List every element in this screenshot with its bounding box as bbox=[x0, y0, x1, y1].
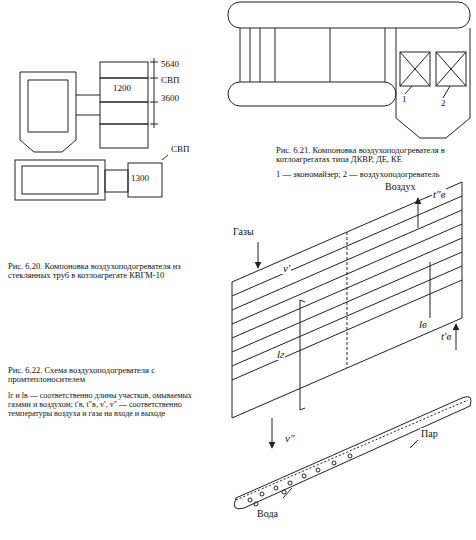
water-bubble bbox=[248, 498, 252, 502]
caption: Рис. 6.21. Компоновка воздухоподогревате… bbox=[276, 146, 468, 165]
caption: Рис. 6.20. Компоновка воздухоподогревате… bbox=[8, 262, 220, 281]
flow-label: Газы bbox=[232, 226, 255, 237]
flow-label: Воздух bbox=[384, 181, 417, 192]
tube-line bbox=[232, 252, 462, 352]
dimension: 1200 bbox=[112, 84, 132, 94]
caption-note: 1 — экономайзер; 2 — воздухоподогревател… bbox=[276, 170, 468, 179]
symbol-label: v′ bbox=[282, 262, 291, 274]
water-bubble bbox=[274, 486, 278, 490]
boiler-side-view bbox=[20, 58, 158, 152]
water-bubble bbox=[316, 468, 320, 472]
symbol-label: t′в bbox=[440, 330, 452, 342]
dimension: 3600 bbox=[160, 94, 180, 104]
symbol-label: t″в bbox=[432, 188, 446, 200]
part-name: Вода bbox=[256, 508, 279, 519]
symbol-label: v″ bbox=[284, 432, 295, 444]
water-bubble bbox=[288, 481, 292, 485]
part-name: Пар bbox=[420, 428, 439, 439]
tube-line bbox=[232, 266, 462, 366]
symbol-label: lг bbox=[276, 348, 285, 360]
tube-line bbox=[232, 280, 462, 380]
water-bubble bbox=[260, 492, 264, 496]
callout-number: 2 bbox=[440, 99, 447, 109]
water-bubble bbox=[282, 490, 286, 494]
water-bubble bbox=[332, 461, 336, 465]
water-bubble bbox=[302, 474, 306, 478]
tube-line bbox=[232, 238, 462, 338]
caption: Рис. 6.22. Схема воздухоподогревателя с … bbox=[8, 366, 208, 385]
part-name: СВП bbox=[170, 145, 191, 155]
dimension: 5640 bbox=[160, 60, 180, 70]
boiler-plan-view bbox=[15, 155, 168, 200]
part-name: СВП bbox=[160, 76, 181, 86]
tube-line bbox=[232, 224, 462, 324]
intermediate-coolant-air-heater bbox=[232, 182, 471, 509]
boiler-layout-dkvr bbox=[228, 2, 470, 138]
callout-number: 1 bbox=[401, 95, 408, 105]
symbol-label: lв bbox=[418, 318, 428, 330]
dimension: 1300 bbox=[130, 174, 150, 184]
caption-note: lг и lв — соответственно длины участков,… bbox=[8, 392, 208, 418]
water-bubble bbox=[348, 454, 352, 458]
water-bubble bbox=[254, 502, 258, 506]
